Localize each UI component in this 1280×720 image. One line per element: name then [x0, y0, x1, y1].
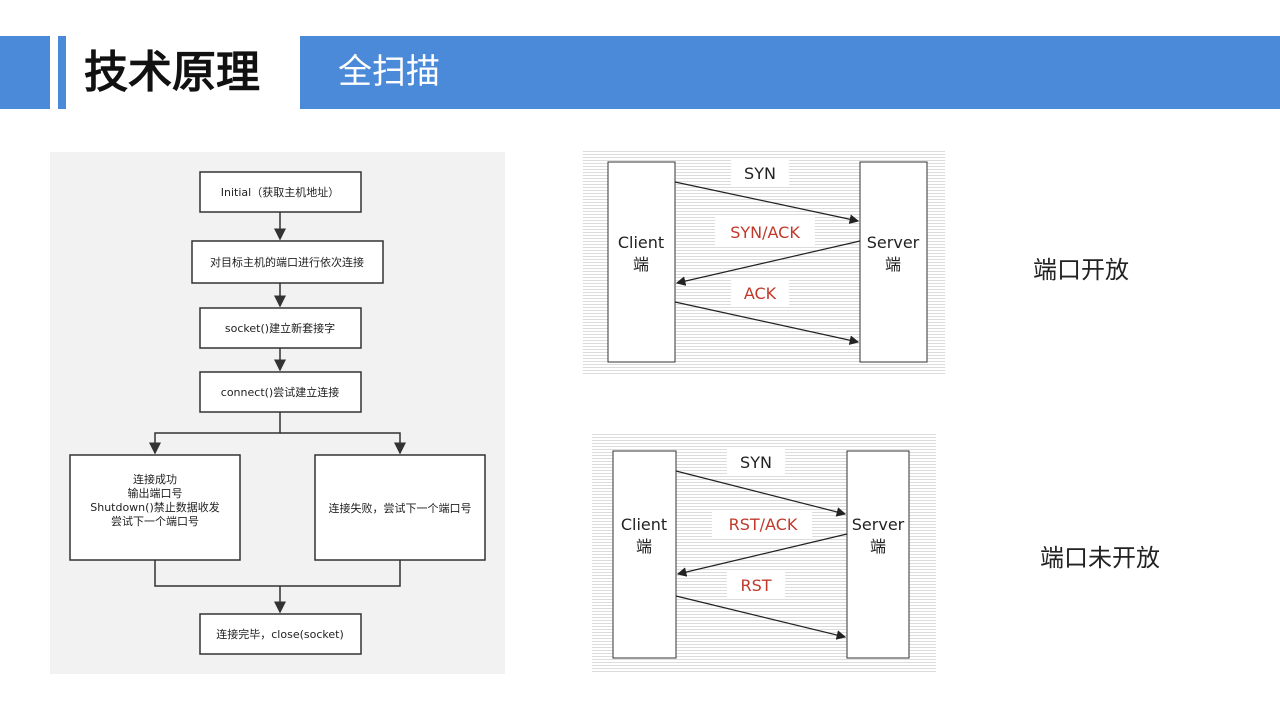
rstack-arrow — [676, 533, 848, 577]
rst-label: RST — [740, 576, 771, 595]
flow-text-success-1: 连接成功 — [133, 473, 177, 486]
flowchart-panel: Initial（获取主机地址） 对目标主机的端口进行依次连接 socket()建… — [50, 152, 505, 674]
flow-text-socket: socket()建立新套接字 — [225, 321, 335, 335]
synack-arrow — [675, 240, 861, 286]
page-title: 技术原理 — [84, 47, 260, 98]
flow-text-final: 连接完毕，close(socket) — [216, 627, 343, 641]
port-open-caption: 端口开放 — [1033, 256, 1129, 284]
closed-handshake-panel: Client 端 Server 端 SYN RST/ACK RST — [592, 434, 936, 674]
server-label-suffix: 端 — [885, 255, 901, 274]
open-handshake-panel: Client 端 Server 端 SYN SYN/ACK ACK — [583, 151, 945, 376]
ack-arrow — [674, 301, 860, 345]
flow-box-final — [199, 613, 362, 655]
header-accent-bar — [0, 36, 50, 109]
rst-arrow — [675, 595, 847, 640]
flow-text-connect: connect()尝试建立连接 — [221, 385, 339, 399]
rstack-label: RST/ACK — [729, 515, 798, 534]
page-subtitle: 全扫描 — [338, 52, 440, 92]
flow-arrow — [280, 432, 406, 455]
client-box — [607, 161, 676, 363]
client-box — [612, 450, 677, 659]
server-box — [846, 450, 910, 659]
flow-box-success — [69, 454, 241, 561]
flowchart-diagram: Initial（获取主机地址） 对目标主机的端口进行依次连接 socket()建… — [69, 171, 486, 655]
flow-text-initial: Initial（获取主机地址） — [221, 185, 339, 199]
closed-handshake-diagram: Client 端 Server 端 SYN RST/ACK RST — [612, 448, 910, 659]
server-label: Server — [852, 515, 905, 534]
server-label: Server — [867, 233, 920, 252]
flow-arrow — [149, 412, 281, 455]
flow-line — [280, 560, 401, 587]
flow-line — [154, 560, 280, 587]
flow-text-success-3: Shutdown()禁止数据收发 — [90, 500, 220, 514]
ack-label: ACK — [744, 284, 777, 303]
label-bg — [715, 217, 815, 245]
flow-text-success-2: 输出端口号 — [128, 486, 183, 500]
flow-box-connect-ports — [191, 240, 384, 284]
syn-arrow — [675, 470, 847, 517]
syn-label: SYN — [744, 164, 776, 183]
syn-arrow — [674, 181, 860, 224]
flow-box-connect — [199, 371, 362, 413]
client-label-suffix: 端 — [636, 537, 652, 556]
client-label: Client — [621, 515, 667, 534]
port-closed-caption: 端口未开放 — [1040, 544, 1160, 572]
flow-box-initial — [199, 171, 362, 213]
client-label-suffix: 端 — [633, 255, 649, 274]
header-band — [300, 36, 1280, 109]
flow-text-success-4: 尝试下一个端口号 — [111, 515, 199, 528]
label-bg — [731, 159, 789, 187]
open-handshake-diagram: Client 端 Server 端 SYN SYN/ACK ACK — [607, 159, 928, 363]
flow-text-failure: 连接失败，尝试下一个端口号 — [329, 501, 472, 515]
server-label-suffix: 端 — [870, 537, 886, 556]
flow-box-failure — [314, 454, 486, 561]
label-bg — [727, 448, 785, 476]
flow-text-connect-ports: 对目标主机的端口进行依次连接 — [210, 255, 364, 269]
synack-label: SYN/ACK — [730, 223, 800, 242]
label-bg — [712, 510, 812, 538]
label-bg — [731, 279, 789, 307]
server-box — [859, 161, 928, 363]
client-label: Client — [618, 233, 664, 252]
label-bg — [727, 570, 785, 598]
syn-label: SYN — [740, 453, 772, 472]
header-divider-bar — [58, 36, 66, 109]
